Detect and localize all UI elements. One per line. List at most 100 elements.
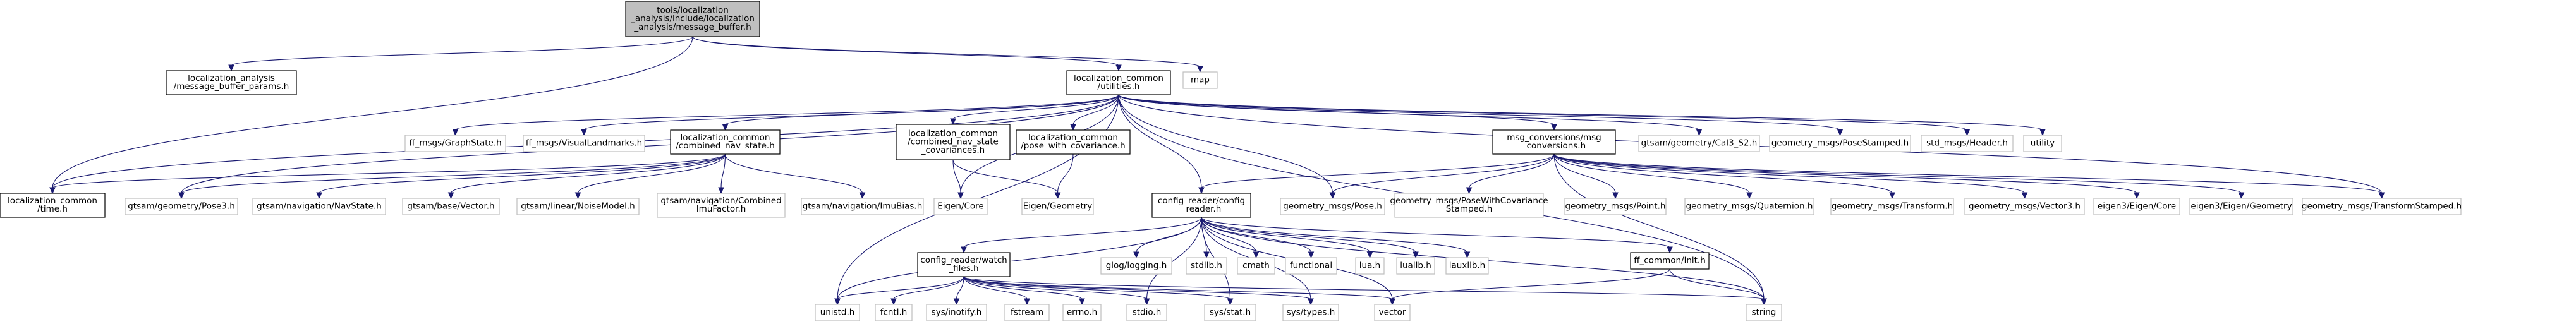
edge-arrowhead [1070,124,1076,131]
edge-line [1118,94,2043,131]
edge-arrowhead [581,129,587,136]
node-box [1564,198,1667,215]
node-box [1396,257,1435,275]
node-gmposecov: geometry_msgs/PoseWithCovarianceStamped.… [1390,193,1548,218]
node-label: vector [1379,308,1406,318]
edge-msgconv-to-gmquat [1553,153,1753,200]
edge-configreader-to-lua [1201,217,1373,259]
edge-arrowhead [859,192,866,200]
node-params[interactable]: localization_analysis/message_buffer_par… [166,70,297,95]
edge-arrowhead [950,118,956,126]
node-label: _conversions.h [1522,141,1586,151]
edge-configreader-to-watchfiles [961,217,1202,254]
node-box [1964,198,2085,215]
node-label: geometry_msgs/PoseStamped.h [1771,138,1909,148]
node-box [523,135,645,152]
node-label: /pose_with_covariance.h [1021,141,1126,151]
edge-line [893,276,964,300]
node-label: localization_common [1074,73,1163,83]
node-navcov[interactable]: localization_common/combined_nav_state_c… [896,124,1011,160]
edge-navcov-to-eigengeom [952,159,1061,200]
node-label: map [1191,75,1210,85]
node-label: _reader.h [1181,204,1222,214]
node-label: gtsam/linear/NoiseModel.h [521,201,635,212]
node-label: gtsam/geometry/Cal3_S2.h [1641,138,1758,148]
edge-arrowhead [1227,298,1234,306]
node-watchfiles[interactable]: config_reader/watch_files.h [917,252,1011,277]
edge-arrowhead [1466,187,1473,195]
edge-arrowhead [1198,187,1205,195]
node-box [1394,193,1544,218]
edge-arrowhead [574,192,581,200]
edge-navstate-to-combimu [718,153,726,195]
edge-line [454,94,1119,131]
node-label: localization_common [908,128,998,138]
edge-arrowhead [452,129,459,136]
node-label: /time.h [37,204,68,214]
node-box [1830,198,1954,215]
node-label: std_msgs/Header.h [1926,138,2008,148]
node-label: geometry_msgs/Vector3.h [1969,201,2081,212]
node-label: msg_conversions/msg [1507,133,1601,143]
node-glog: glog/logging.h [1100,257,1172,275]
edge-line [1118,94,1334,194]
node-label: geometry_msgs/PoseWithCovariance [1390,196,1548,206]
edge-line [952,94,1119,120]
node-inotify: sys/inotify.h [926,304,987,321]
node-gmquat: geometry_msgs/Quaternion.h [1684,198,1814,215]
node-noisemodel: gtsam/linear/NoiseModel.h [516,198,640,215]
node-box [875,304,913,321]
node-label: sys/inotify.h [932,308,982,318]
node-unistd: unistd.h [815,304,860,321]
node-box [1684,198,1814,215]
node-label: Eigen/Geometry [1023,201,1093,212]
edge-utilities-to-graphstate [452,94,1119,136]
edge-line [1201,153,1555,189]
node-ffinit[interactable]: ff_common/init.h [1630,252,1710,270]
node-box [1066,70,1171,95]
node-label: gtsam/navigation/ImuBias.h [803,201,923,212]
node-root[interactable]: tools/localization_analysis/include/loca… [625,1,760,37]
node-fcntl: fcntl.h [875,304,913,321]
edge-navstate-to-gtnavstate [316,153,726,200]
edge-line [1201,217,1670,248]
node-label: _covariances.h [921,145,985,155]
node-posecov[interactable]: localization_common/pose_with_covariance… [1016,129,1131,155]
node-utility: utility [2023,135,2062,152]
edge-watchfiles-to-inotify [953,276,964,306]
edge-line [1332,153,1555,194]
node-configreader[interactable]: config_reader/config_reader.h [1151,193,1251,218]
edge-arrowhead [1551,124,1557,131]
node-utilities[interactable]: localization_common/utilities.h [1066,70,1171,95]
edge-line [1553,153,2026,194]
node-box [166,70,297,95]
node-navstate[interactable]: localization_common/combined_nav_state.h [670,129,781,155]
node-graphstate: ff_msgs/GraphState.h [404,135,506,152]
edge-arrowhead [1696,129,1703,136]
node-label: localization_common [1028,133,1118,143]
edge-root-to-params [228,36,693,72]
node-time[interactable]: localization_common/time.h [0,193,106,218]
edge-arrowhead [1054,192,1061,200]
edge-arrowhead [1837,129,1844,136]
edge-line [952,159,961,194]
edge-arrowhead [2021,192,2028,200]
node-box [1204,304,1256,321]
node-msgconv[interactable]: msg_conversions/msg_conversions.h [1492,129,1616,155]
node-label: eigen3/Eigen/Geometry [2190,201,2292,212]
node-box [917,252,1011,277]
edge-line [1468,153,1555,189]
edge-arrowhead [953,298,960,306]
node-label: ImuFactor.h [696,204,746,214]
node-gmpose: geometry_msgs/Pose.h [1280,198,1385,215]
edge-msgconv-to-gmtfstamped [1553,153,2385,200]
edge-line [956,276,964,300]
node-label: fcntl.h [880,308,908,318]
edge-line [963,276,1028,300]
node-label: _analysis/include/localization [630,14,755,24]
node-label: ff_common/init.h [1634,256,1706,266]
edge-line [720,153,726,189]
edge-configreader-to-ffinit [1201,217,1673,254]
node-label: Stamped.h [1446,204,1493,214]
